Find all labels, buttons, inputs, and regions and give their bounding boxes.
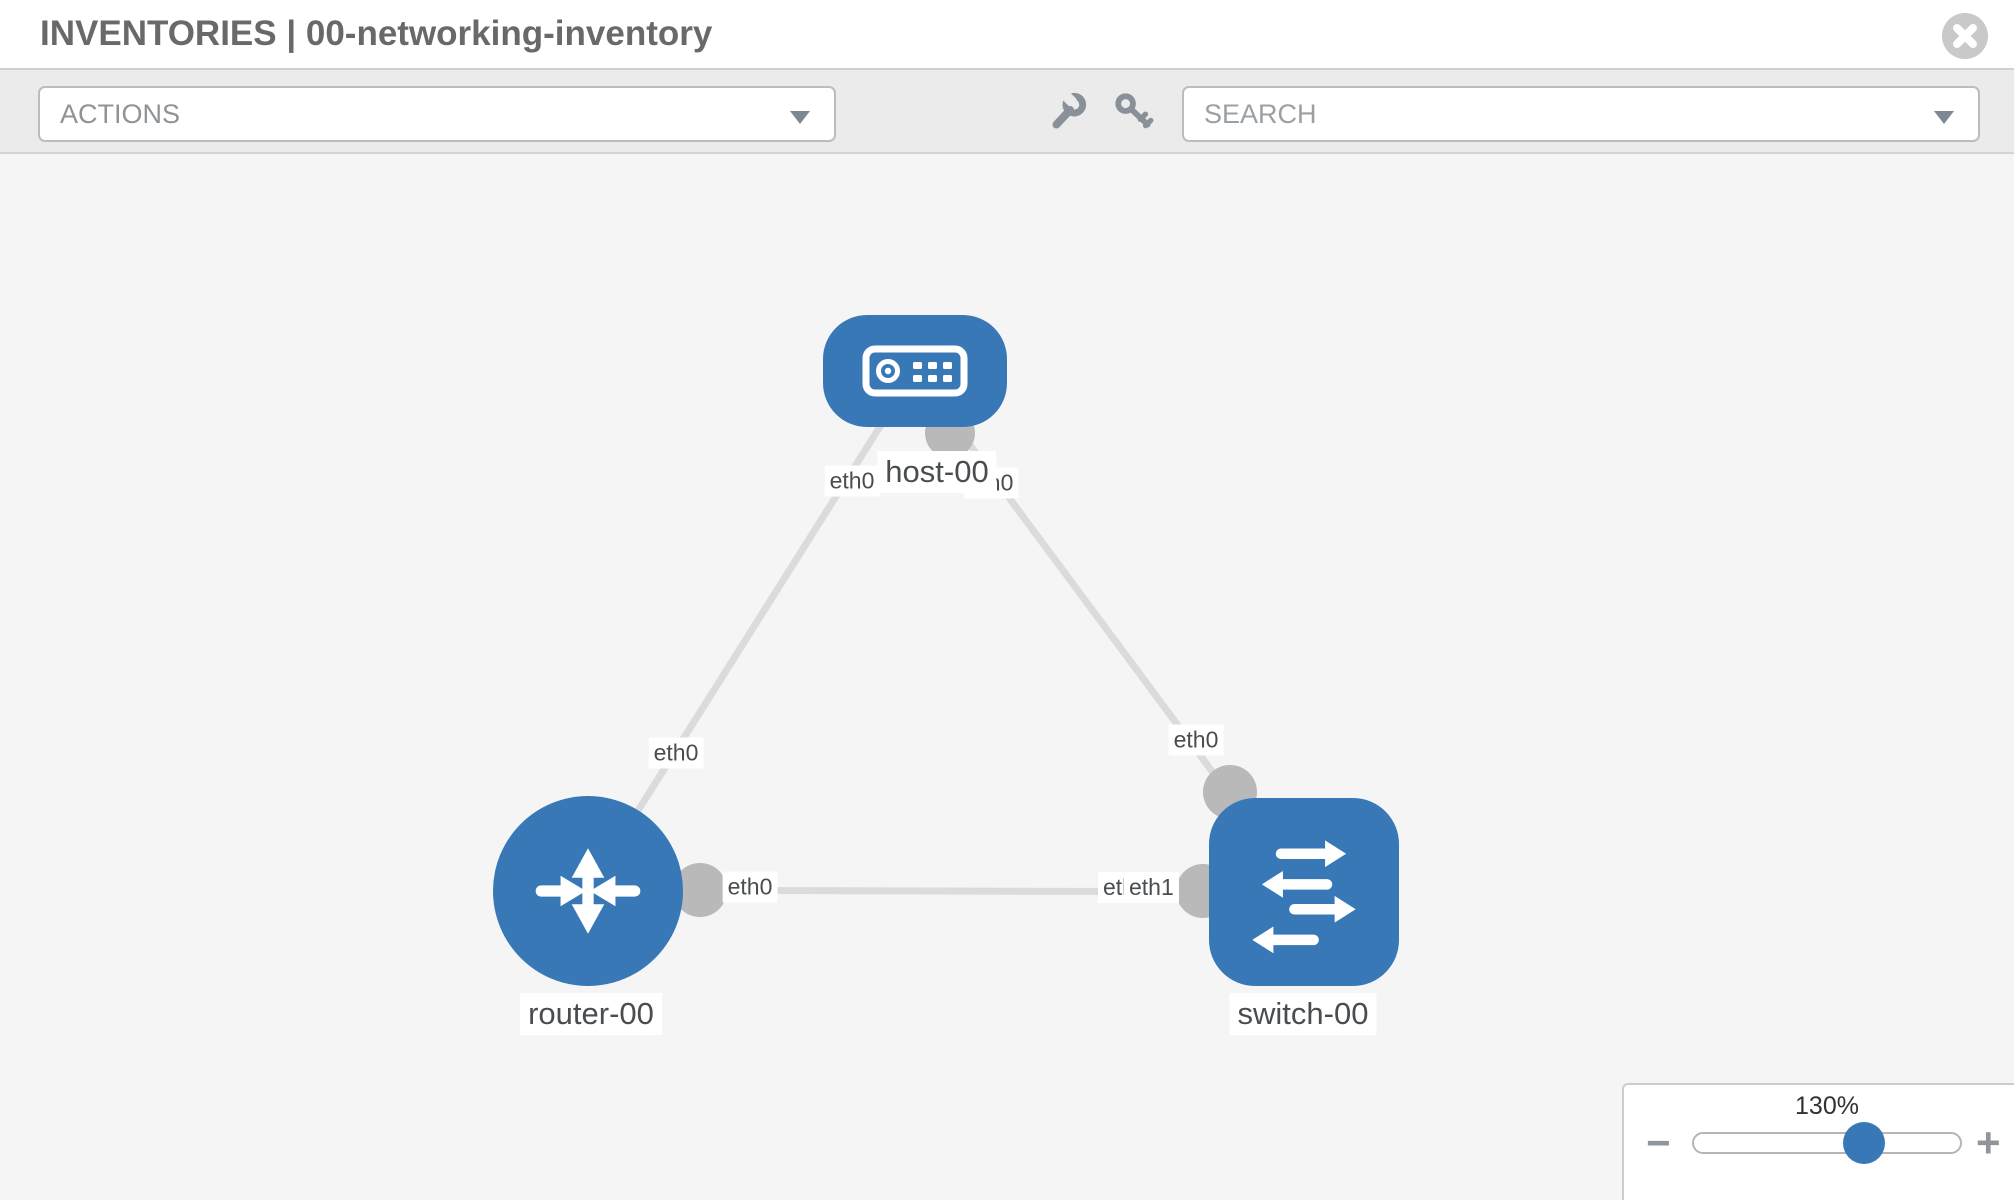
zoom-control-panel: 130% − + — [1622, 1083, 2014, 1200]
iface-label-switch-left-front: eth1 — [1124, 872, 1179, 903]
topology-canvas[interactable] — [0, 156, 2014, 1200]
node-label-host: host-00 — [877, 451, 997, 493]
chevron-down-icon — [790, 111, 810, 124]
actions-dropdown[interactable]: ACTIONS — [38, 86, 836, 142]
page-title: INVENTORIES | 00-networking-inventory — [40, 14, 713, 53]
zoom-slider-track[interactable] — [1692, 1122, 1962, 1164]
zoom-level-value: 130% — [1795, 1092, 1859, 1120]
breadcrumb-header: INVENTORIES | 00-networking-inventory — [0, 0, 2014, 70]
close-button[interactable] — [1942, 13, 1988, 59]
zoom-out-button[interactable]: − — [1646, 1119, 1671, 1166]
close-icon — [1953, 24, 1977, 48]
actions-dropdown-label: ACTIONS — [60, 98, 181, 129]
node-switch-00[interactable] — [1209, 798, 1399, 986]
switch-icon — [1252, 840, 1356, 954]
host-icon — [862, 345, 968, 397]
toolbar: ACTIONS — [0, 70, 2014, 154]
key-icon — [1115, 93, 1154, 129]
chevron-down-icon — [1934, 111, 1954, 124]
router-icon — [535, 848, 641, 934]
search-combobox — [1182, 86, 1980, 142]
zoom-slider-handle[interactable] — [1843, 1122, 1885, 1164]
wrench-icon — [1052, 91, 1087, 129]
credentials-button[interactable] — [1112, 70, 1156, 154]
iface-label-router-right: eth0 — [722, 871, 778, 903]
port-circle-router-right — [673, 863, 727, 917]
node-label-switch: switch-00 — [1229, 993, 1377, 1035]
iface-label-host-left: eth0 — [824, 465, 880, 497]
node-host-00[interactable] — [823, 315, 1007, 427]
edge-host-router — [585, 369, 918, 892]
search-input[interactable] — [1184, 88, 1978, 140]
iface-label-host-switch-mid: eth0 — [1168, 724, 1224, 756]
node-label-router: router-00 — [520, 993, 662, 1035]
configure-network-button[interactable] — [1046, 70, 1090, 154]
zoom-in-button[interactable]: + — [1976, 1119, 2001, 1166]
node-router-00[interactable] — [493, 796, 683, 986]
iface-label-host-router-mid: eth0 — [648, 737, 704, 769]
